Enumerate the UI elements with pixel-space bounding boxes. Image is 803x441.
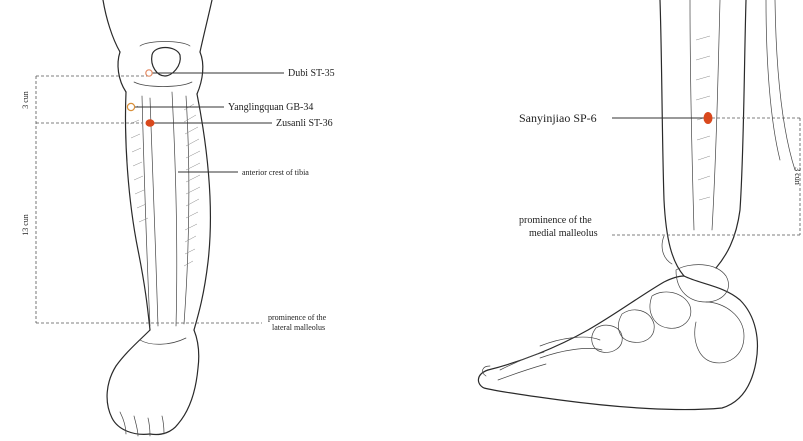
sanyinjiao-point [704, 112, 713, 124]
lateral-malleolus-label-1: prominence of the [268, 313, 327, 322]
foot-bones [483, 265, 744, 380]
right-measure-guides: 3 cun [612, 118, 802, 235]
dubi-label: Dubi ST-35 [288, 68, 335, 79]
dubi-point [146, 70, 152, 76]
medial-malleolus-label-2: medial malleolus [529, 228, 598, 239]
fibula-outline [184, 96, 189, 324]
yanglingquan-point [127, 103, 134, 110]
tibia-outline [150, 98, 158, 326]
patella [152, 48, 181, 77]
medial-malleolus-label-1: prominence of the [519, 215, 592, 226]
left-measure-guides: 3 cun 13 cun [21, 76, 262, 323]
measure-3-cun-left: 3 cun [21, 91, 30, 109]
lateral-malleolus-label-2: lateral malleolus [272, 323, 325, 332]
tibia-crest-label: anterior crest of tibia [242, 168, 309, 177]
left-leg-figure [103, 0, 212, 436]
zusanli-label: Zusanli ST-36 [276, 118, 333, 129]
yanglingquan-label: Yanglingquan GB-34 [228, 102, 313, 113]
right-foot-figure [478, 0, 795, 410]
sanyinjiao-label: Sanyinjiao SP-6 [519, 111, 597, 125]
measure-3-cun-right: 3 cun [793, 167, 802, 185]
zusanli-point [146, 119, 155, 127]
left-leaders [134, 73, 284, 172]
measure-13-cun: 13 cun [21, 214, 30, 236]
